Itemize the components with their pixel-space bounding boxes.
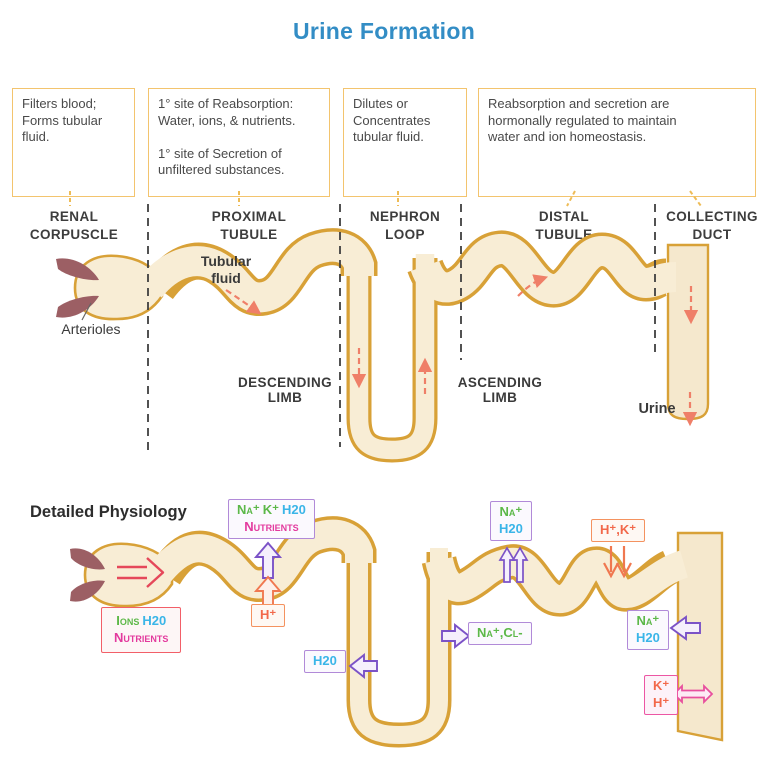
arteriole-icons [56, 258, 99, 318]
arterioles-pointer-line [81, 302, 92, 321]
pct-reabsorbed-ions-box: Na⁺K⁺H20 Nutrients [228, 499, 315, 539]
descending-limb-label: DESCENDING LIMB [237, 375, 333, 405]
segment-label-renal-corpuscle: RENAL CORPUSCLE [29, 209, 119, 243]
distal-secreted-ions-box: H⁺,K⁺ [591, 519, 646, 542]
overview-diagram [56, 190, 710, 463]
flow-arrow-icons [225, 274, 699, 427]
descending-h2o-arrow-icon [348, 653, 378, 679]
duct-exchange-arrow-icon [672, 683, 714, 705]
info-box-distal-collecting: Reabsorption and secretion are hormonall… [478, 88, 756, 197]
distal-reabsorbed-ions-box: Na⁺ H20 [490, 501, 532, 541]
duct-reabsorption-arrow-icon [669, 615, 701, 641]
arteriole-icons-detailed [70, 548, 105, 602]
page-title: Urine Formation [292, 18, 476, 44]
descending-h2o-box: H20 [304, 650, 346, 673]
info-box-renal-corpuscle: Filters blood; Forms tubular fluid. [12, 88, 135, 197]
pct-secreted-ions-box: H⁺ [251, 604, 286, 627]
info-box-nephron-loop: Dilutes or Concentrates tubular fluid. [343, 88, 467, 197]
nephron-tube-lumen [138, 231, 677, 460]
pct-reabsorption-arrow-icon [253, 541, 283, 579]
ascending-nacl-arrow-icon [441, 623, 471, 649]
duct-reabsorbed-ions-box: Na⁺ H20 [627, 610, 669, 650]
ascending-limb-label: ASCENDING LIMB [457, 375, 543, 405]
physiology-section-title: Detailed Physiology [30, 503, 187, 521]
segment-label-collecting-duct: COLLECTING DUCT [666, 209, 758, 243]
segment-label-proximal-tubule: PROXIMAL TUBULE [211, 209, 287, 243]
arterioles-label: Arterioles [61, 321, 121, 337]
physiology-diagram [70, 516, 724, 748]
duct-exchange-ions-box: K⁺ H⁺ [644, 675, 679, 715]
segment-divider-lines [147, 204, 656, 450]
urine-label: Urine [638, 401, 676, 417]
distal-secretion-arrow-icons [603, 546, 632, 579]
blood-flow-arrow-icon [117, 557, 165, 588]
collecting-duct-detailed [676, 531, 724, 742]
info-box-proximal-tubule: 1° site of Reabsorption: Water, ions, & … [148, 88, 330, 197]
distal-reabsorption-arrow-icons [498, 546, 529, 583]
segment-label-distal-tubule: DISTAL TUBULE [535, 209, 593, 243]
ascending-nacl-box: Na⁺,Cl- [468, 622, 532, 645]
box-connector-lines [69, 190, 702, 207]
tubular-fluid-label: Tubular fluid [200, 253, 252, 286]
segment-label-nephron-loop: NEPHRON LOOP [369, 209, 441, 243]
